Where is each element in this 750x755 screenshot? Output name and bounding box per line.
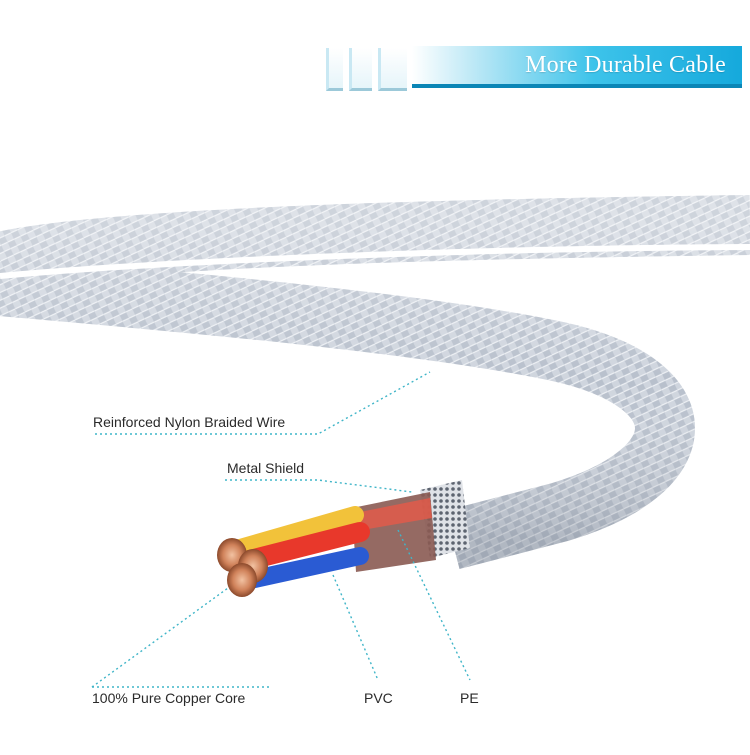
banner-title: More Durable Cable: [525, 52, 726, 78]
banner-stripe: [326, 48, 343, 91]
banner-decoration: [326, 48, 407, 91]
red-wire: [240, 522, 370, 570]
leader-pvc: [332, 574, 379, 681]
blue-wire: [241, 547, 369, 589]
leader-shield: [225, 479, 413, 493]
label-pvc: PVC: [364, 690, 393, 706]
label-pe: PE: [460, 690, 479, 706]
label-braid: Reinforced Nylon Braided Wire: [93, 414, 286, 430]
label-core: 100% Pure Copper Core: [92, 690, 246, 706]
cable-shading: [0, 195, 750, 570]
cable-gap: [0, 244, 750, 279]
label-shield: Metal Shield: [227, 460, 305, 476]
yellow-wire: [231, 506, 364, 557]
leader-core-diag: [91, 587, 229, 688]
copper-core-3: [227, 563, 257, 597]
banner-stripe: [349, 48, 372, 91]
leader-lines: [91, 371, 471, 688]
banner-stripe: [378, 48, 407, 91]
title-banner: More Durable Cable: [412, 46, 742, 88]
